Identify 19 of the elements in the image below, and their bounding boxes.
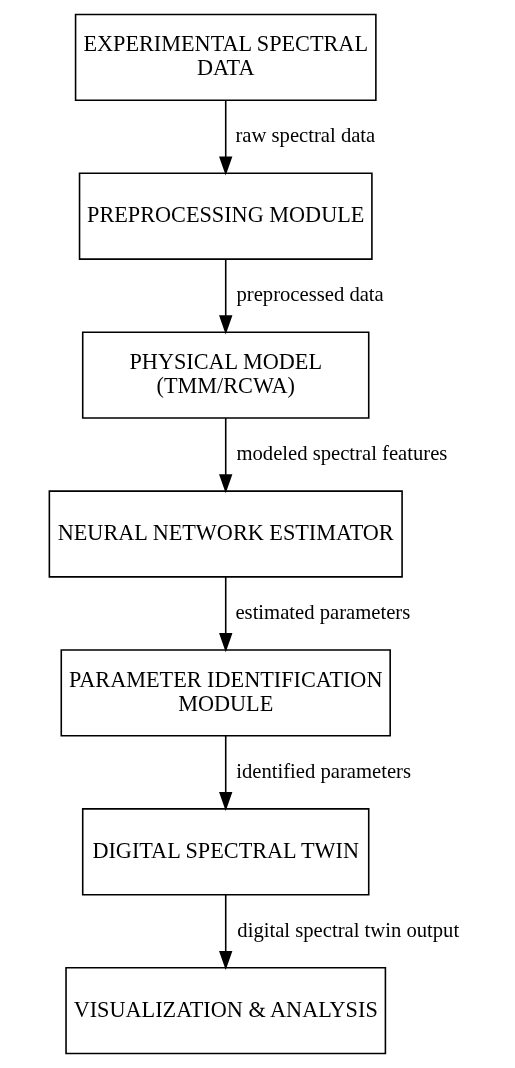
node-box: EXPERIMENTAL SPECTRAL DATA	[74, 13, 377, 102]
edge-label: raw spectral data	[235, 124, 376, 147]
edge-label: identified parameters	[236, 759, 412, 782]
arrow	[219, 99, 233, 176]
node-box: NEURAL NETWORK ESTIMATOR	[48, 490, 403, 578]
node-box: PHYSICAL MODEL (TMM/RCWA)	[81, 331, 370, 419]
arrow	[219, 417, 233, 494]
arrow	[219, 258, 233, 335]
edge-label: estimated parameters	[235, 600, 411, 623]
arrow	[219, 735, 233, 812]
edge-label: preprocessed data	[236, 283, 384, 306]
node-box: VISUALIZATION & ANALYSIS	[65, 966, 387, 1055]
edge-label: digital spectral twin output	[237, 918, 460, 941]
node-box: DIGITAL SPECTRAL TWIN	[81, 808, 370, 896]
arrow	[219, 893, 233, 970]
node-box: PARAMETER IDENTIFICATION MODULE	[60, 649, 391, 737]
node-box: PREPROCESSING MODULE	[78, 172, 373, 260]
edge-label: modeled spectral features	[236, 441, 448, 464]
arrow	[219, 576, 233, 653]
